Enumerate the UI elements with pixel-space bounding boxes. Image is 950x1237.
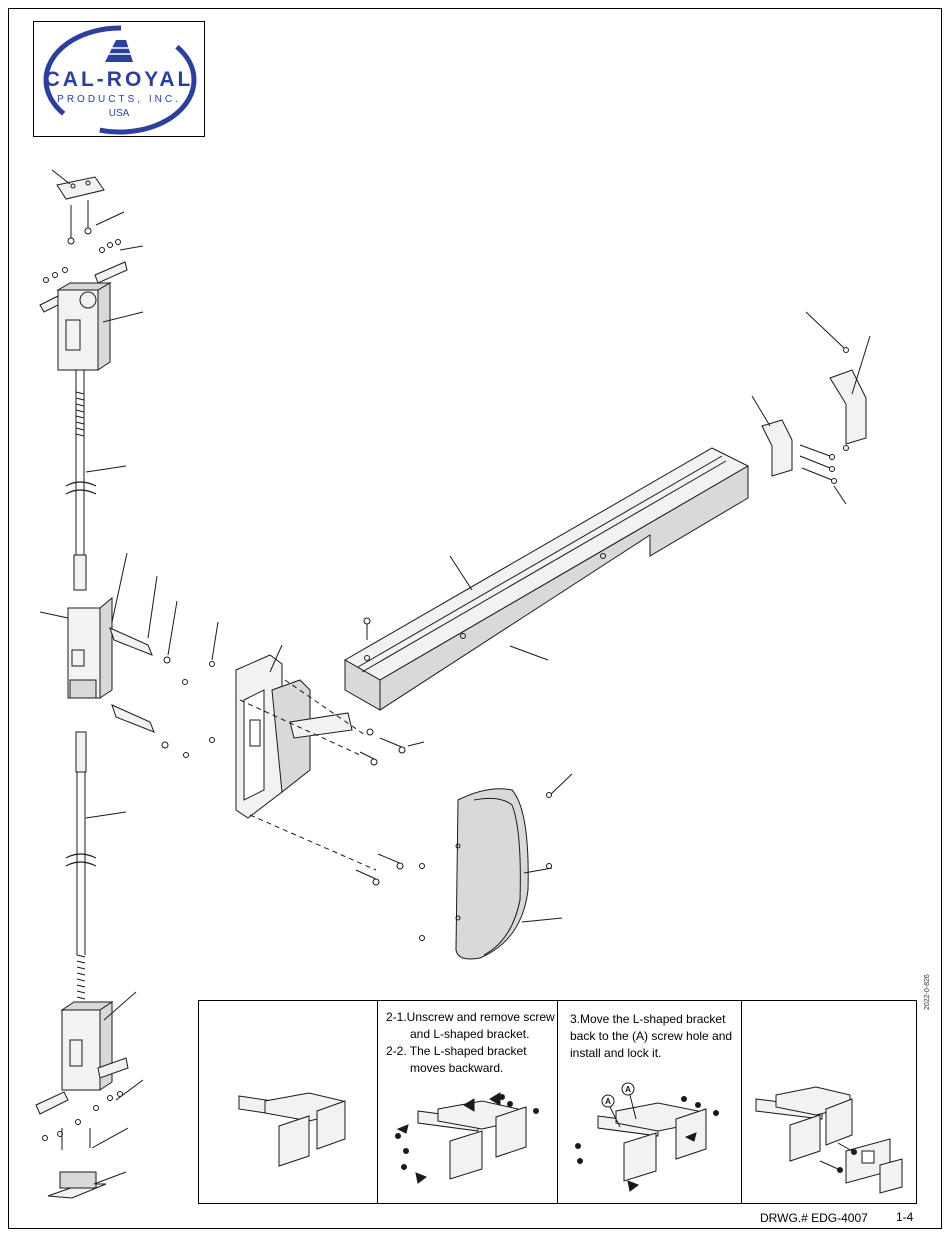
step-panel-3: 3.Move the L-shaped bracket back to the …	[557, 1001, 741, 1203]
push-bar-channel	[345, 448, 748, 735]
step-panel-1	[199, 1001, 377, 1203]
step-3-illustration: A A	[558, 1001, 742, 1205]
end-bracket-assembly	[752, 312, 870, 504]
top-strike-plate	[52, 170, 104, 199]
callout-a-2-label: A	[625, 1085, 631, 1094]
chassis-screws	[356, 738, 424, 885]
end-cap-housing	[420, 774, 573, 959]
top-screws	[44, 200, 144, 283]
drawing-number: DRWG.# EDG-4007	[760, 1211, 868, 1225]
top-rod	[66, 370, 126, 590]
step-panel-2: 2-1.Unscrew and remove screw and L-shape…	[377, 1001, 557, 1203]
top-latch-housing	[40, 262, 143, 370]
bottom-latch-housing	[36, 992, 143, 1141]
sheet-number: 1-4	[896, 1210, 913, 1224]
bottom-rod	[66, 732, 126, 999]
bottom-strike	[48, 1128, 128, 1198]
installation-steps-panel: 2-1.Unscrew and remove screw and L-shape…	[198, 1000, 917, 1204]
side-revision-code: 2022-0-826	[924, 974, 931, 1010]
step-4-illustration	[742, 1001, 919, 1205]
step-panel-4	[741, 1001, 918, 1203]
center-latch-module	[40, 553, 218, 758]
mechanism-chassis	[236, 645, 352, 818]
step-1-illustration	[199, 1001, 377, 1205]
step-2-illustration	[378, 1001, 558, 1205]
callout-a-1-label: A	[605, 1097, 611, 1106]
